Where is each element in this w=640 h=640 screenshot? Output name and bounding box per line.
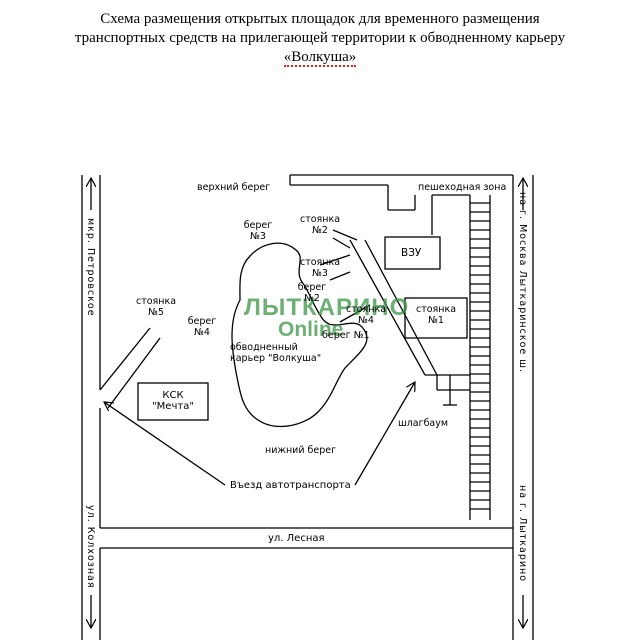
parking4-label: стоянка №4	[344, 304, 388, 326]
diagonal-road-left	[349, 239, 426, 376]
parking5-label: стоянка №5	[134, 296, 178, 318]
parking2-label-name: стоянка	[299, 214, 341, 225]
parking5-edge-a	[99, 327, 151, 391]
lower-bank-label: нижний берег	[265, 445, 337, 456]
ksk-label-title: "Мечта"	[152, 401, 194, 412]
parking5-label-num: №5	[148, 307, 164, 318]
watermark-line-2: Online	[278, 318, 344, 341]
street-label-right-top: на г. Москва Лыткаринское ш.	[517, 192, 528, 373]
parking5-label-name: стоянка	[135, 296, 177, 307]
parking2-edge-a	[332, 229, 358, 241]
street-label-left-bottom: ул. Колхозная	[85, 505, 96, 589]
parking3-label-num: №3	[312, 268, 328, 279]
pedestrian-zone-label: пешеходная зона	[418, 182, 507, 193]
parking1-label-name: стоянка	[415, 304, 457, 315]
parking4-label-num: №4	[358, 315, 374, 326]
quarry-label-line1: обводненный	[230, 342, 298, 353]
parking2-label: стоянка №2	[298, 214, 342, 236]
parking3-label: стоянка №3	[298, 257, 342, 279]
vehicle-entry-label: Въезд автотранспорта	[230, 480, 351, 491]
bank4-label: берег №4	[182, 316, 222, 338]
vzu-label: ВЗУ	[401, 247, 422, 259]
ladder-rungs	[470, 202, 490, 510]
parking2-label-num: №2	[312, 225, 328, 236]
title-line-3-wrap: «Волкуша»	[0, 48, 640, 67]
entry-arrow-left	[104, 402, 226, 486]
parking1-box	[404, 297, 468, 339]
quarry-label-line2: карьер "Волкуша"	[230, 353, 322, 364]
title-line-1: Схема размещения открытых площадок для в…	[100, 11, 540, 27]
bank2-label-name: берег	[297, 282, 327, 293]
entry-arrow-right	[354, 382, 415, 486]
parking1-label: стоянка №1	[411, 304, 461, 326]
barrier-label: шлагбаум	[398, 418, 449, 429]
quarry-label: обводненный карьер "Волкуша"	[230, 342, 321, 364]
ksk-box	[137, 382, 209, 421]
bank2-label-num: №2	[304, 293, 320, 304]
parking4-label-name: стоянка	[345, 304, 387, 315]
parking3-edge-a	[319, 254, 351, 266]
vzu-box	[384, 236, 441, 270]
bank2-label: берег №2	[292, 282, 332, 304]
lesnaya-street-label: ул. Лесная	[268, 533, 325, 544]
title-line-2: транспортных средств на прилегающей терр…	[74, 30, 566, 46]
watermark-line-1: ЛЫТКАРИНО	[244, 294, 410, 321]
diagonal-road-right	[364, 239, 438, 376]
bank4-label-num: №4	[194, 327, 210, 338]
parking2-edge-b	[332, 237, 351, 249]
bank3-label: берег №3	[236, 220, 280, 242]
parking4-edge	[339, 304, 371, 323]
title-line-3: «Волкуша»	[283, 49, 357, 67]
bank4-label-name: берег	[187, 316, 217, 327]
parking3-edge-b	[329, 271, 351, 281]
parking3-label-name: стоянка	[299, 257, 341, 268]
ksk-label: КСК "Мечта"	[138, 390, 208, 412]
quarry-outline	[231, 242, 368, 428]
bank3-label-num: №3	[250, 231, 266, 242]
upper-bank-label: верхний берег	[197, 182, 271, 193]
street-label-left-top: мкр. Петровское	[85, 218, 96, 317]
bank1-label: берег №1	[322, 330, 370, 341]
bank3-label-name: берег	[243, 220, 273, 231]
parking1-label-num: №1	[428, 315, 444, 326]
ksk-label-name: КСК	[162, 390, 184, 401]
parking5-edge-b	[107, 337, 161, 409]
street-label-right-bottom: на г. Лыткарино	[517, 485, 528, 583]
